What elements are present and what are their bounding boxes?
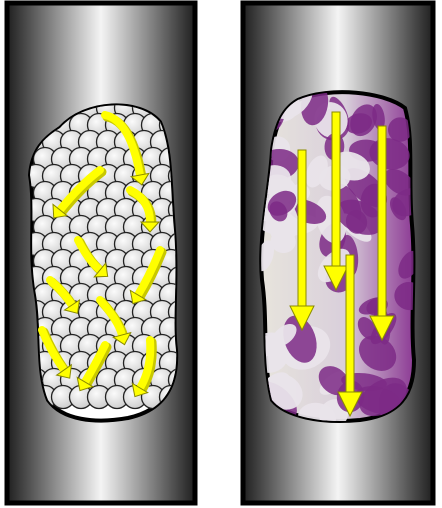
diagram-canvas [0, 0, 442, 508]
